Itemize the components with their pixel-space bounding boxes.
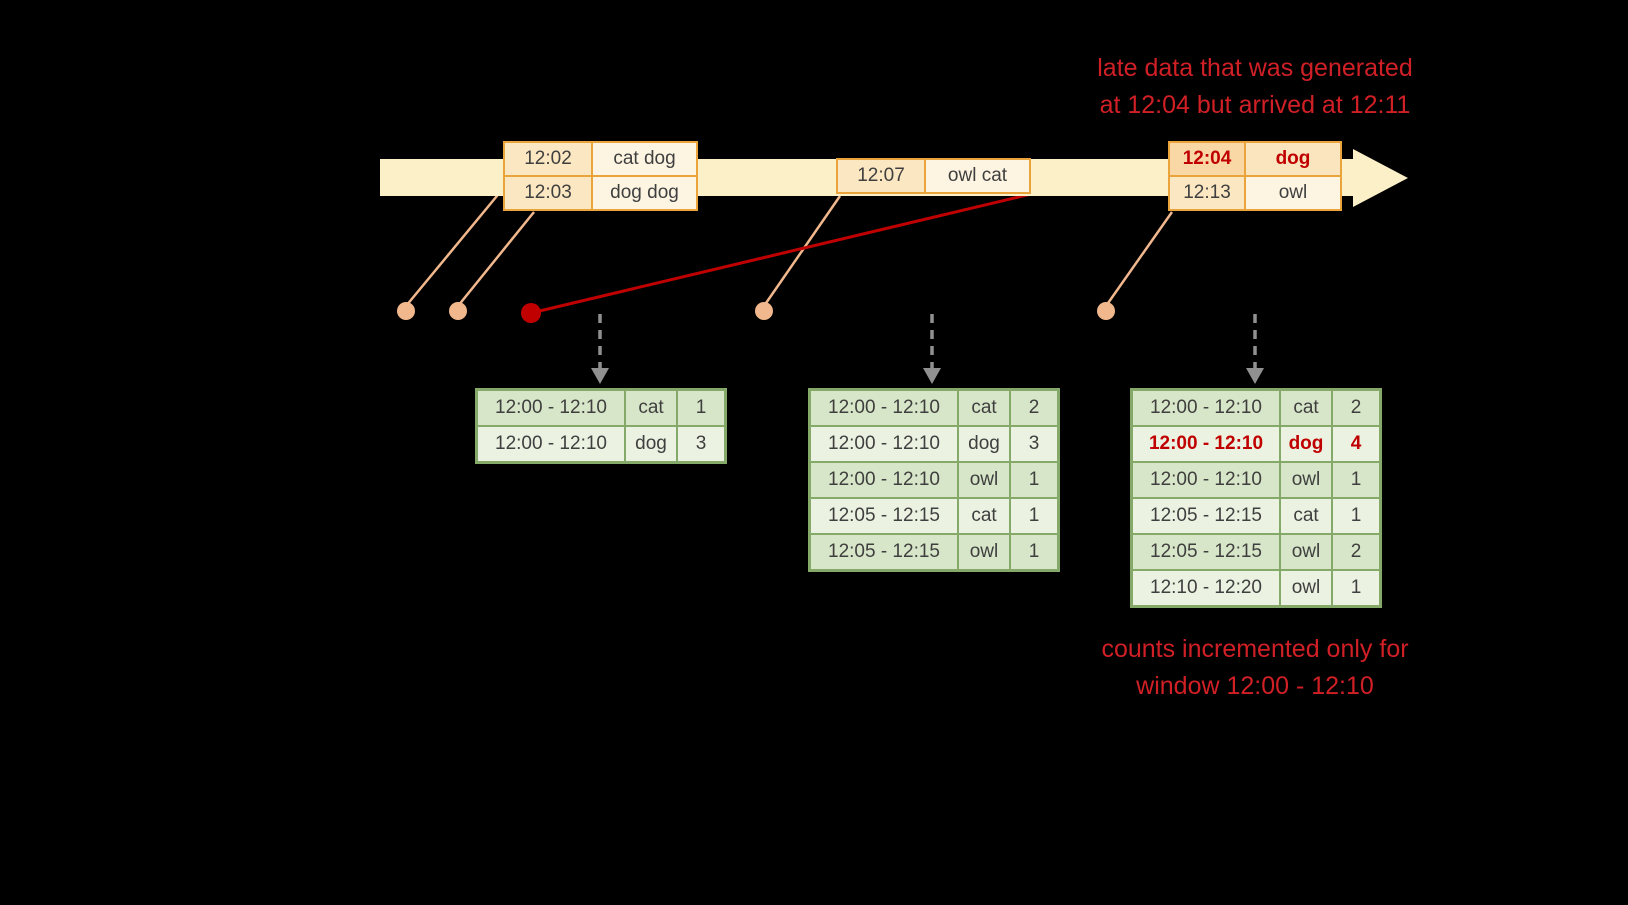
table-row: 12:00 - 12:10 cat 1 <box>478 391 724 425</box>
window-cell: 12:05 - 12:15 <box>1133 499 1281 533</box>
window-cell: 12:00 - 12:10 <box>478 427 626 461</box>
event-time-cell: 12:07 <box>838 160 926 192</box>
trigger-arrow-icon-2 <box>923 314 941 384</box>
window-cell: 12:05 - 12:15 <box>1133 535 1281 569</box>
annotation-line: late data that was generated <box>1097 54 1413 82</box>
event-words-cell: owl cat <box>926 160 1029 192</box>
window-cell: 12:05 - 12:15 <box>811 499 959 533</box>
event-time-cell: 12:04 <box>1170 143 1246 175</box>
count-cell: 1 <box>678 391 724 425</box>
word-cell: cat <box>1281 391 1333 425</box>
annotation-line: window 12:00 - 12:10 <box>1136 672 1374 700</box>
word-cell: dog <box>1281 427 1333 461</box>
event-row: 12:13 owl <box>1170 175 1340 209</box>
arrival-dot-2 <box>449 302 467 320</box>
arrival-dot-4 <box>1097 302 1115 320</box>
count-cell: 1 <box>1011 499 1057 533</box>
event-time-cell: 12:13 <box>1170 177 1246 209</box>
count-cell: 1 <box>1333 499 1379 533</box>
table-row: 12:05 - 12:15 owl 1 <box>811 533 1057 569</box>
result-table-3: 12:00 - 12:10 cat 2 12:00 - 12:10 dog 4 … <box>1130 388 1382 608</box>
word-cell: owl <box>1281 463 1333 497</box>
word-cell: owl <box>959 535 1011 569</box>
event-words-cell: owl <box>1246 177 1340 209</box>
count-cell: 2 <box>1011 391 1057 425</box>
count-cell: 1 <box>1011 535 1057 569</box>
count-cell: 2 <box>1333 391 1379 425</box>
table-row: 12:00 - 12:10 owl 1 <box>1133 461 1379 497</box>
word-cell: dog <box>959 427 1011 461</box>
event-time-cell: 12:02 <box>505 143 593 175</box>
event-words-cell: cat dog <box>593 143 696 175</box>
counts-annotation: counts incremented only for window 12:00… <box>1020 631 1490 705</box>
window-cell: 12:10 - 12:20 <box>1133 571 1281 605</box>
table-row: 12:05 - 12:15 cat 1 <box>811 497 1057 533</box>
trigger-arrow-icon-1 <box>591 314 609 384</box>
table-row: 12:05 - 12:15 cat 1 <box>1133 497 1379 533</box>
table-row: 12:00 - 12:10 dog 3 <box>478 425 724 461</box>
word-cell: dog <box>626 427 678 461</box>
window-cell: 12:00 - 12:10 <box>811 391 959 425</box>
window-cell: 12:00 - 12:10 <box>811 427 959 461</box>
event-time-cell: 12:03 <box>505 177 593 209</box>
count-cell: 3 <box>1011 427 1057 461</box>
count-cell: 1 <box>1333 463 1379 497</box>
connector-line-1 <box>405 184 507 307</box>
window-cell: 12:00 - 12:10 <box>1133 463 1281 497</box>
table-row: 12:00 - 12:10 dog 3 <box>811 425 1057 461</box>
event-row: 12:03 dog dog <box>505 175 696 209</box>
table-row: 12:00 - 12:10 cat 2 <box>811 391 1057 425</box>
late-data-annotation: late data that was generated at 12:04 bu… <box>1020 50 1490 124</box>
event-words-cell: dog dog <box>593 177 696 209</box>
word-cell: owl <box>1281 535 1333 569</box>
table-row: 12:10 - 12:20 owl 1 <box>1133 569 1379 605</box>
annotation-line: at 12:04 but arrived at 12:11 <box>1099 91 1411 119</box>
word-cell: owl <box>1281 571 1333 605</box>
event-words-cell: dog <box>1246 143 1340 175</box>
table-row-late-updated: 12:00 - 12:10 dog 4 <box>1133 425 1379 461</box>
result-table-2: 12:00 - 12:10 cat 2 12:00 - 12:10 dog 3 … <box>808 388 1060 572</box>
event-row: 12:02 cat dog <box>505 143 696 175</box>
axis-arrowhead-icon <box>1353 149 1408 207</box>
count-cell: 1 <box>1011 463 1057 497</box>
trigger-arrow-icon-3 <box>1246 314 1264 384</box>
word-cell: owl <box>959 463 1011 497</box>
table-row: 12:05 - 12:15 owl 2 <box>1133 533 1379 569</box>
word-cell: cat <box>1281 499 1333 533</box>
count-cell: 3 <box>678 427 724 461</box>
window-cell: 12:00 - 12:10 <box>811 463 959 497</box>
result-table-1: 12:00 - 12:10 cat 1 12:00 - 12:10 dog 3 <box>475 388 727 464</box>
annotation-line: counts incremented only for <box>1101 635 1409 663</box>
event-row: 12:07 owl cat <box>838 160 1029 192</box>
event-box-12-04-late: 12:04 dog 12:13 owl <box>1168 141 1342 211</box>
count-cell: 4 <box>1333 427 1379 461</box>
count-cell: 2 <box>1333 535 1379 569</box>
word-cell: cat <box>626 391 678 425</box>
arrival-dot-3 <box>755 302 773 320</box>
word-cell: cat <box>959 499 1011 533</box>
window-cell: 12:00 - 12:10 <box>478 391 626 425</box>
window-cell: 12:00 - 12:10 <box>1133 391 1281 425</box>
word-cell: cat <box>959 391 1011 425</box>
arrival-dot-1 <box>397 302 415 320</box>
event-box-12-07: 12:07 owl cat <box>836 158 1031 194</box>
late-arrival-dot <box>521 303 541 323</box>
table-row: 12:00 - 12:10 cat 2 <box>1133 391 1379 425</box>
window-cell: 12:00 - 12:10 <box>1133 427 1281 461</box>
count-cell: 1 <box>1333 571 1379 605</box>
table-row: 12:00 - 12:10 owl 1 <box>811 461 1057 497</box>
event-row-late: 12:04 dog <box>1170 143 1340 175</box>
connector-line-3 <box>762 195 842 307</box>
event-box-12-02: 12:02 cat dog 12:03 dog dog <box>503 141 698 211</box>
connector-line-4 <box>1104 211 1174 307</box>
window-cell: 12:05 - 12:15 <box>811 535 959 569</box>
connector-line-2 <box>457 211 535 307</box>
